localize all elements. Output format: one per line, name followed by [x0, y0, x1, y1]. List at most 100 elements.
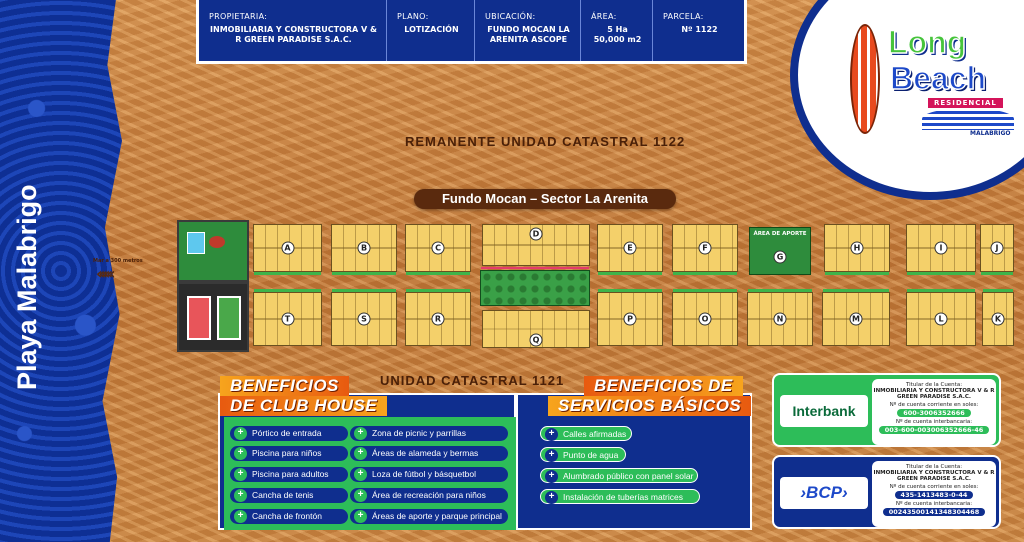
ubicacion-value: FUNDO MOCAN LA ARENITA ASCOPE — [487, 25, 570, 44]
sea-label: Playa Malabrigo — [12, 184, 42, 390]
block-letter: I — [934, 241, 948, 255]
area-de-aporte[interactable]: ÁREA DE APORTE G — [749, 227, 811, 275]
bcp-info: Titular de la Cuenta: INMOBILIARIA Y CON… — [872, 461, 996, 527]
plus-icon: + — [545, 449, 558, 462]
info-plano: PLANO: LOTIZACIÓN — [387, 0, 475, 61]
club-house-park[interactable] — [177, 220, 249, 282]
block-h[interactable]: H — [824, 224, 890, 275]
club-item: +Loza de fútbol y básquetbol — [350, 467, 508, 482]
basic-item: +Calles afirmadas — [540, 426, 632, 441]
block-letter: O — [698, 312, 712, 326]
mar-label: Mar a 300 metros — [93, 258, 143, 264]
club-title-line1: BENEFICIOS — [220, 376, 349, 396]
info-area: ÁREA: 5 Ha 50,000 m2 — [581, 0, 653, 61]
block-c[interactable]: C — [405, 224, 471, 275]
remanente-label: REMANENTE UNIDAD CATASTRAL 1122 — [405, 134, 686, 149]
pool-icon — [187, 232, 205, 254]
block-letter: C — [431, 241, 445, 255]
club-item: +Piscina para adultos — [230, 467, 348, 482]
block-letter: Q — [529, 333, 543, 347]
cci-number: 00243500141348304468 — [882, 507, 986, 516]
block-letter: B — [357, 241, 371, 255]
block-letter: P — [623, 312, 637, 326]
surfboard-icon — [850, 24, 880, 134]
block-j[interactable]: J — [980, 224, 1014, 275]
block-f[interactable]: F — [672, 224, 738, 275]
plus-icon: + — [354, 468, 367, 481]
basic-item: +Punto de agua — [540, 447, 626, 462]
block-r[interactable]: R — [405, 289, 471, 346]
bcp-box: ›BCP› Titular de la Cuenta: INMOBILIARIA… — [772, 455, 1001, 529]
clubhouse-icon — [209, 236, 225, 248]
propietaria-value: INMOBILIARIA Y CONSTRUCTORA V & R GREEN … — [210, 25, 377, 44]
account-number: 435-1413483-0-44 — [894, 490, 974, 499]
account-label: Nº de cuenta corriente en soles: — [889, 401, 979, 408]
block-q[interactable]: Q — [482, 310, 590, 348]
unidad-label: UNIDAD CATASTRAL 1121 — [380, 373, 565, 388]
plus-icon: + — [354, 447, 367, 460]
block-letter: G — [773, 250, 787, 264]
block-k[interactable]: K — [982, 289, 1014, 346]
block-letter: T — [281, 312, 294, 326]
interbank-info: Titular de la Cuenta: INMOBILIARIA Y CON… — [872, 379, 996, 445]
club-item: +Zona de picnic y parrillas — [350, 426, 508, 441]
block-o[interactable]: O — [672, 289, 738, 346]
basic-title-line2: SERVICIOS BÁSICOS — [548, 396, 752, 416]
logo-line2: Beach — [889, 59, 987, 97]
block-letter: S — [357, 312, 371, 326]
info-bar: PROPIETARIA: INMOBILIARIA Y CONSTRUCTORA… — [196, 0, 747, 64]
club-item: +Área de recreación para niños — [350, 488, 508, 503]
block-letter: L — [934, 312, 948, 326]
plus-icon: + — [354, 489, 367, 502]
club-item: +Pórtico de entrada — [230, 426, 348, 441]
club-item: +Cancha de frontón — [230, 509, 348, 524]
left-arrows-icon: ‹‹‹‹‹‹ — [96, 264, 115, 283]
logo-line1: Long — [887, 23, 967, 61]
block-letter: H — [850, 241, 864, 255]
sea-strip — [0, 0, 122, 542]
cci-label: Nº de cuenta interbancaria: — [895, 418, 973, 425]
block-n[interactable]: N — [747, 289, 813, 346]
holder-label: Titular de la Cuenta: — [905, 382, 963, 388]
plus-icon: + — [545, 470, 558, 483]
block-letter: N — [773, 312, 787, 326]
holder-label: Titular de la Cuenta: — [905, 464, 963, 470]
info-propietaria: PROPIETARIA: INMOBILIARIA Y CONSTRUCTORA… — [199, 0, 387, 61]
club-item: +Cancha de tenis — [230, 488, 348, 503]
block-letter: M — [849, 312, 863, 326]
sports-courts[interactable] — [177, 282, 249, 352]
block-letter: E — [623, 241, 637, 255]
account-label: Nº de cuenta corriente en soles: — [889, 483, 979, 490]
interbank-box: Interbank Titular de la Cuenta: INMOBILI… — [772, 373, 1001, 447]
block-m[interactable]: M — [822, 289, 890, 346]
account-number: 600-3006352666 — [897, 408, 971, 417]
plus-icon: + — [354, 427, 367, 440]
block-a[interactable]: A — [253, 224, 322, 275]
alameda-green-area — [480, 267, 590, 306]
parcela-value: Nº 1122 — [681, 25, 718, 34]
interbank-logo: Interbank — [780, 395, 868, 427]
block-s[interactable]: S — [331, 289, 397, 346]
block-e[interactable]: E — [597, 224, 663, 275]
parcela-label: PARCELA: — [663, 12, 704, 21]
long-beach-logo: Long Beach RESIDENCIAL MALABRIGO — [844, 22, 1014, 137]
fundo-label: Fundo Mocan – Sector La Arenita — [414, 189, 676, 209]
block-l[interactable]: L — [906, 289, 976, 346]
holder-value: INMOBILIARIA Y CONSTRUCTORA V & R GREEN … — [873, 470, 995, 483]
logo-tag: RESIDENCIAL — [928, 98, 1003, 108]
info-ubicacion: UBICACIÓN: FUNDO MOCAN LA ARENITA ASCOPE — [475, 0, 581, 61]
basketball-court-icon — [187, 296, 211, 340]
block-b[interactable]: B — [331, 224, 397, 275]
block-p[interactable]: P — [597, 289, 663, 346]
block-d[interactable]: D — [482, 224, 590, 266]
bcp-logo: ›BCP› — [780, 477, 868, 509]
block-letter: A — [281, 241, 294, 255]
plus-icon: + — [545, 491, 558, 504]
block-t[interactable]: T — [253, 289, 322, 346]
block-letter: K — [991, 312, 1005, 326]
block-i[interactable]: I — [906, 224, 976, 275]
block-letter: D — [529, 227, 543, 241]
plus-icon: + — [234, 427, 247, 440]
basic-title-line1: BENEFICIOS DE — [584, 376, 743, 396]
holder-value: INMOBILIARIA Y CONSTRUCTORA V & R GREEN … — [873, 388, 995, 401]
